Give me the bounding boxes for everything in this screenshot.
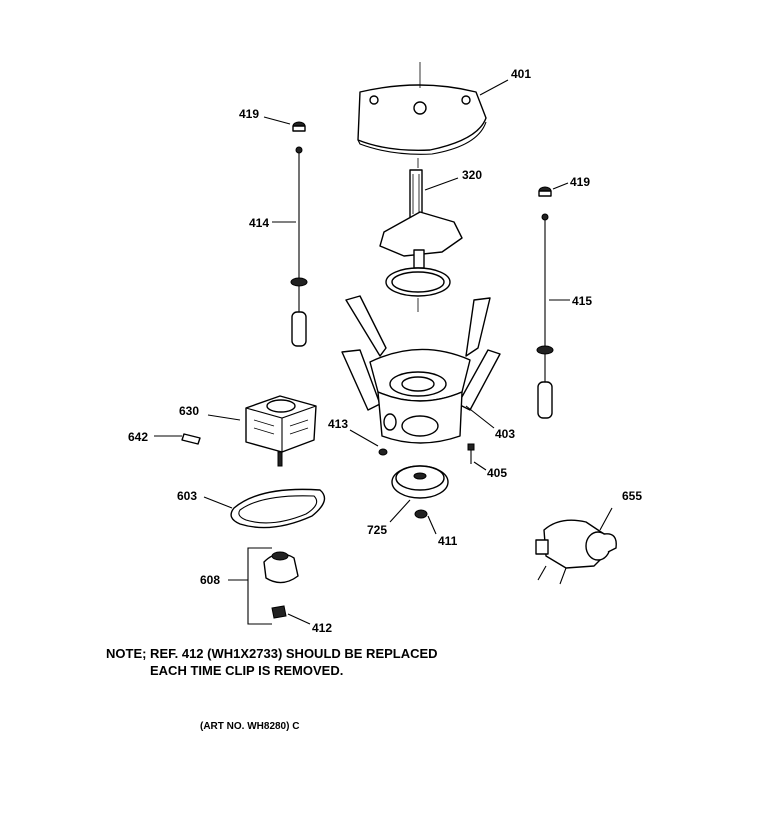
leader-lines [154, 79, 613, 625]
callout-414: 414 [249, 216, 269, 230]
callout-413: 413 [328, 417, 348, 431]
part-603-belt [230, 488, 326, 529]
part-642-key [181, 433, 201, 445]
part-411-nut [414, 509, 428, 519]
part-405-bolt [467, 443, 475, 464]
callout-401: 401 [511, 67, 531, 81]
part-419-right-cap [538, 186, 552, 197]
callout-320: 320 [462, 168, 482, 182]
note-line-1: NOTE; REF. 412 (WH1X2733) SHOULD BE REPL… [106, 646, 438, 661]
callout-642: 642 [128, 430, 148, 444]
part-413-nut [378, 448, 388, 456]
callout-419-right: 419 [570, 175, 590, 189]
callout-608: 608 [200, 573, 220, 587]
note-line-2: EACH TIME CLIP IS REMOVED. [150, 663, 344, 678]
part-419-left-cap [292, 121, 306, 132]
part-320-transmission [379, 169, 463, 312]
part-412-clip [271, 605, 287, 619]
part-401-cover [357, 62, 487, 168]
part-725-pulley [391, 465, 449, 499]
part-415-suspension-rod [536, 213, 554, 419]
callout-411: 411 [438, 534, 458, 548]
art-number: (ART NO. WH8280) C [200, 721, 300, 732]
part-608-clutch [247, 547, 299, 625]
callout-415: 415 [572, 294, 592, 308]
part-630-motor [245, 395, 317, 467]
callout-405: 405 [487, 466, 507, 480]
callout-630: 630 [179, 404, 199, 418]
part-414-suspension-rod [290, 146, 308, 347]
part-655-pump [535, 519, 617, 585]
callout-603: 603 [177, 489, 197, 503]
callout-655: 655 [622, 489, 642, 503]
callout-412: 412 [312, 621, 332, 635]
callout-725: 725 [367, 523, 387, 537]
part-403-base [341, 295, 501, 444]
callout-419-left: 419 [239, 107, 259, 121]
callout-403: 403 [495, 427, 515, 441]
